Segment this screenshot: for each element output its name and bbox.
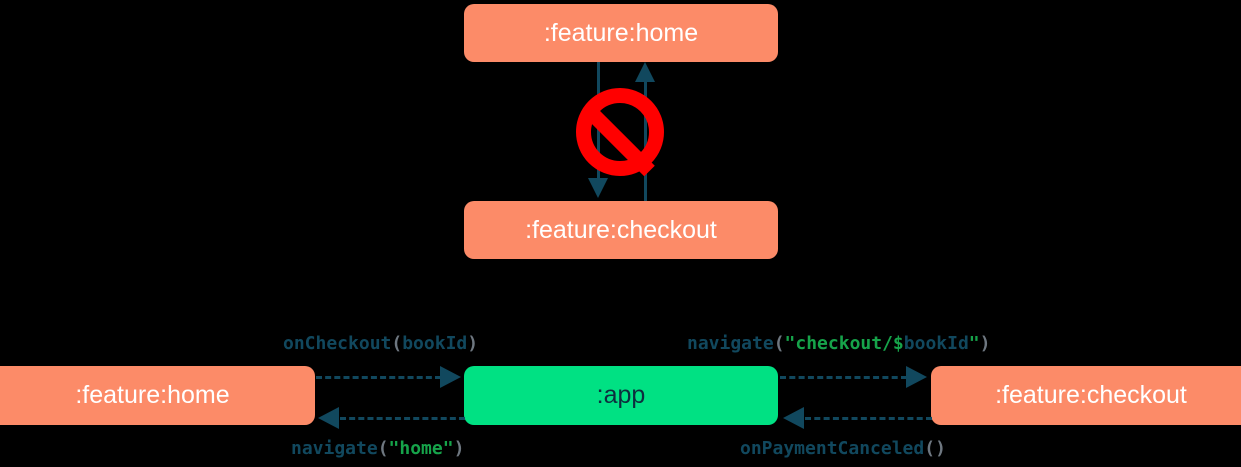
token-interpolated-variable: bookId <box>903 333 969 354</box>
token-paren-close: ) <box>979 333 991 354</box>
node-label: :feature:home <box>75 381 230 409</box>
edge-checkout-to-app-arrowhead <box>783 407 804 429</box>
token-paren-open: ( <box>377 438 389 459</box>
edge-label-on-payment-canceled: onPaymentCanceled() <box>740 438 946 459</box>
edge-home-to-checkout-arrowhead <box>588 178 608 198</box>
module-node-feature-home-top[interactable]: :feature:home <box>464 4 778 62</box>
edge-home-to-app-line <box>316 376 441 379</box>
edge-label-on-checkout: onCheckout(bookId) <box>283 333 478 354</box>
token-function-name: navigate <box>687 333 774 354</box>
token-function-name: navigate <box>291 438 378 459</box>
token-paren-open: ( <box>391 333 403 354</box>
token-function-name: onPaymentCanceled <box>740 438 925 459</box>
token-string-literal: "home" <box>388 438 454 459</box>
node-label: :feature:home <box>543 18 699 47</box>
edge-checkout-to-app-line <box>805 417 932 420</box>
node-label: :app <box>596 381 646 409</box>
token-paren-close: ) <box>467 333 479 354</box>
edge-app-to-home-line <box>340 417 465 420</box>
module-node-feature-home-bottom[interactable]: :feature:home <box>0 366 315 425</box>
module-node-feature-checkout-bottom[interactable]: :feature:checkout <box>931 366 1241 425</box>
token-argument: bookId <box>402 333 468 354</box>
edge-checkout-to-home-arrowhead <box>635 62 655 82</box>
token-paren-open: ( <box>773 333 785 354</box>
token-function-name: onCheckout <box>283 333 392 354</box>
edge-label-navigate-checkout: navigate("checkout/$bookId") <box>687 333 990 354</box>
edge-label-navigate-home: navigate("home") <box>291 438 464 459</box>
forbidden-icon <box>576 88 664 176</box>
token-parens: () <box>924 438 946 459</box>
node-label: :feature:checkout <box>995 381 1187 409</box>
edge-app-to-home-arrowhead <box>318 407 339 429</box>
module-node-feature-checkout-top[interactable]: :feature:checkout <box>464 201 778 259</box>
module-node-app[interactable]: :app <box>464 366 778 425</box>
edge-app-to-checkout-arrowhead <box>906 366 927 388</box>
node-label: :feature:checkout <box>525 215 717 244</box>
token-string-end: " <box>968 333 980 354</box>
token-string-start: "checkout/$ <box>784 333 904 354</box>
edge-home-to-app-arrowhead <box>440 366 461 388</box>
token-paren-close: ) <box>453 438 465 459</box>
edge-app-to-checkout-line <box>780 376 907 379</box>
